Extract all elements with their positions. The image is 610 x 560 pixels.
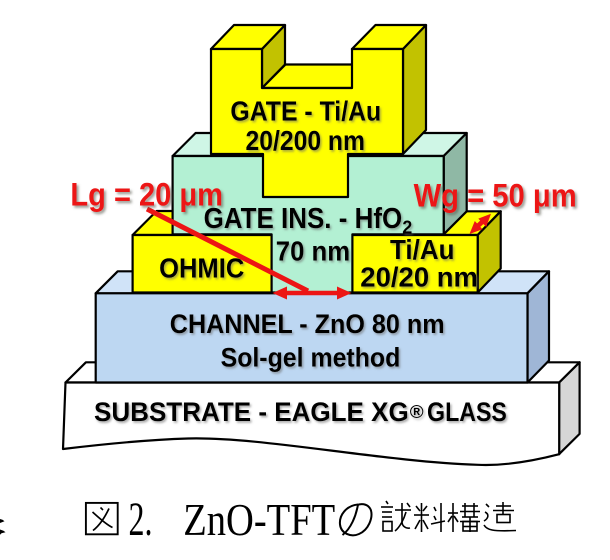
- svg-text:70 nm: 70 nm: [276, 236, 350, 267]
- svg-text:CHANNEL - ZnO 80 nm: CHANNEL - ZnO 80 nm: [170, 309, 445, 339]
- svg-text:Ti/Au: Ti/Au: [390, 234, 455, 265]
- svg-text:Lg = 20 μm: Lg = 20 μm: [70, 176, 223, 212]
- svg-text:SUBSTRATE - EAGLE XG: SUBSTRATE - EAGLE XG: [94, 397, 409, 427]
- svg-text:OHMIC: OHMIC: [159, 252, 244, 283]
- svg-text:®: ®: [410, 401, 424, 422]
- svg-text:ZnO-TFT: ZnO-TFT: [183, 495, 335, 545]
- svg-text:20/200 nm: 20/200 nm: [246, 125, 366, 156]
- svg-text:Sol-gel method: Sol-gel method: [221, 341, 401, 372]
- svg-text:GATE - Ti/Au: GATE - Ti/Au: [230, 96, 381, 127]
- svg-text:2: 2: [402, 218, 412, 238]
- svg-text:GLASS: GLASS: [427, 397, 507, 427]
- svg-text:20/20 nm: 20/20 nm: [360, 261, 478, 292]
- svg-text:Wg = 50 μm: Wg = 50 μm: [414, 178, 577, 214]
- svg-text:GATE INS. - HfO: GATE INS. - HfO: [204, 202, 403, 234]
- svg-text:2.: 2.: [129, 493, 153, 546]
